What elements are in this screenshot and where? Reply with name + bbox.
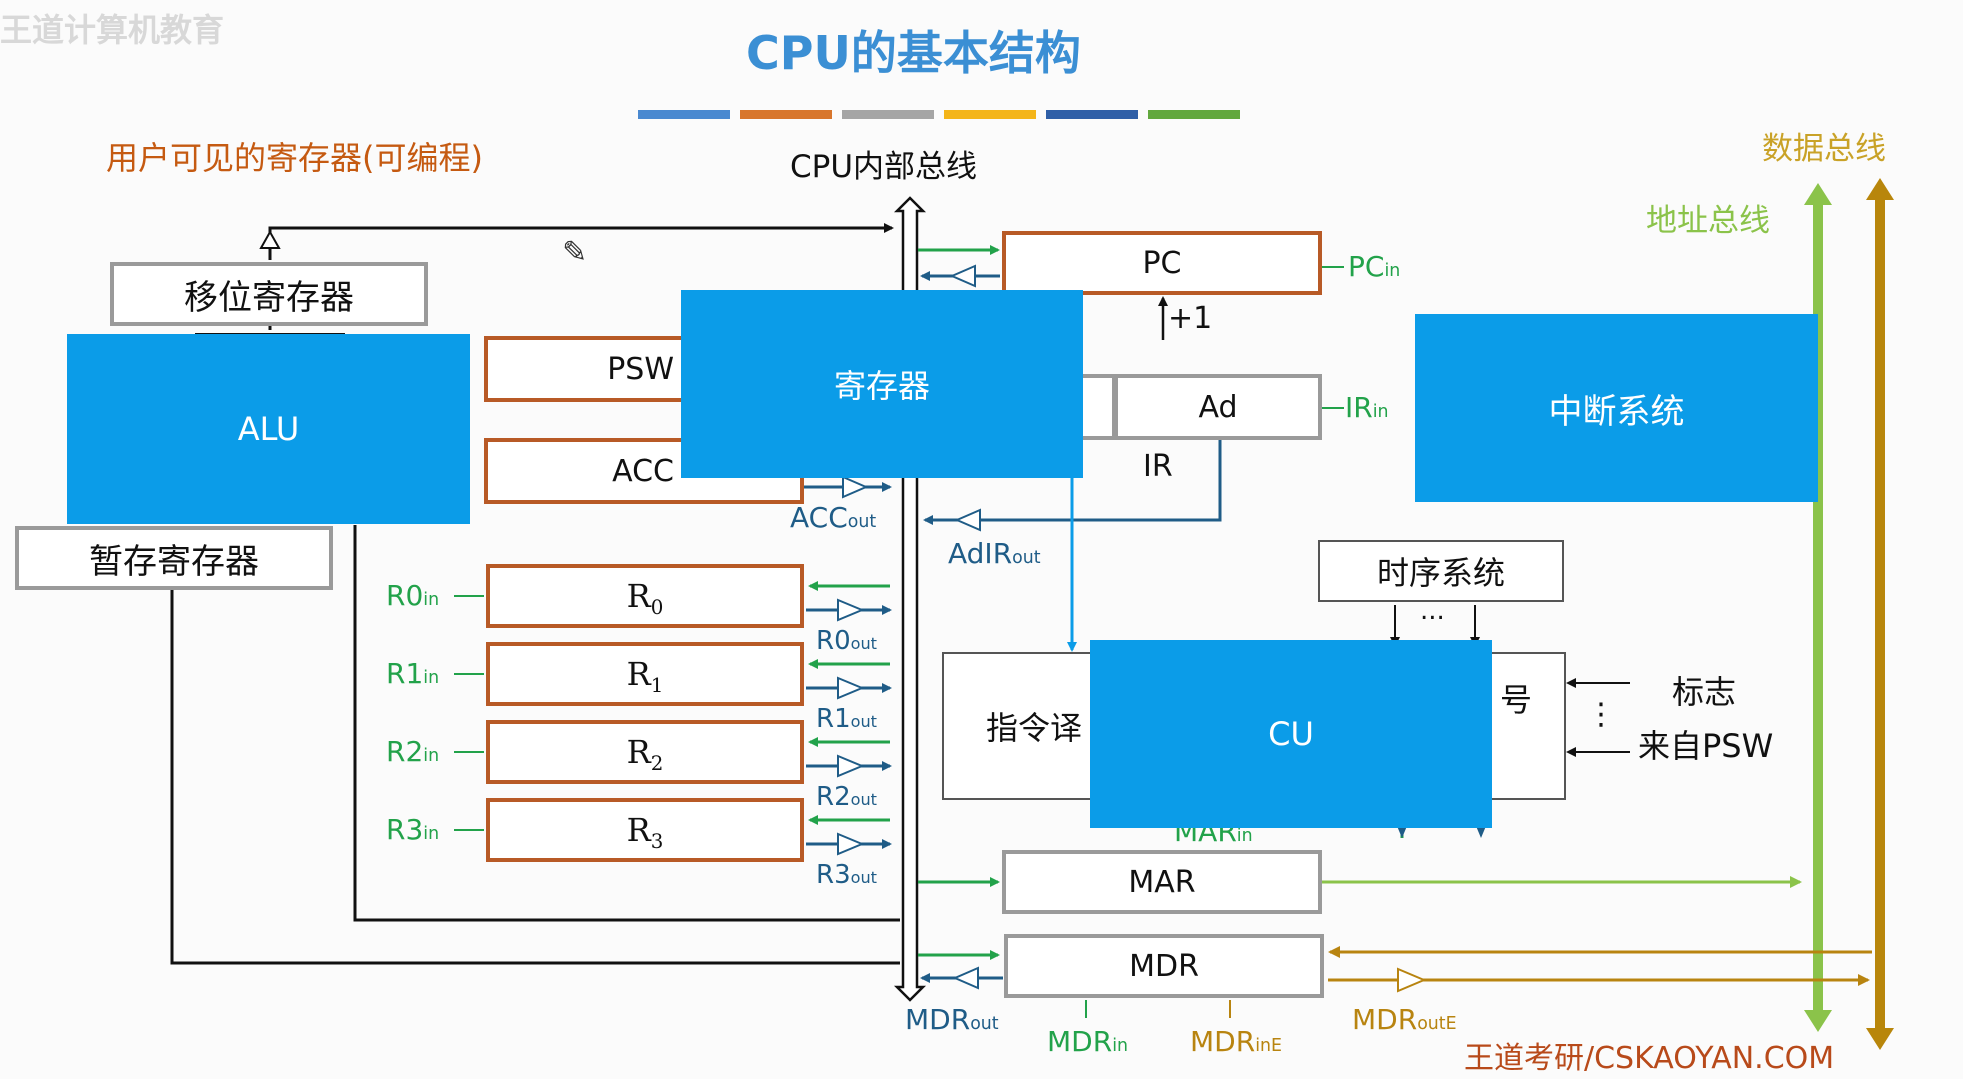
register-out-signal: R1out	[816, 704, 877, 734]
cu-label: CU	[1268, 715, 1314, 753]
alu-block: ALU	[67, 334, 470, 524]
register-label: R2	[626, 733, 664, 775]
mar-label: MAR	[1128, 864, 1196, 900]
mdr-label: MDR	[1129, 948, 1199, 984]
control-wiring	[1390, 605, 1630, 838]
register-label: R1	[626, 655, 664, 697]
mar-register-box: MAR	[1002, 850, 1322, 914]
register-in-signal: R2in	[386, 735, 440, 768]
mdr-in-e-signal: MDRinE	[1190, 1025, 1282, 1058]
register-out-signal: R2out	[816, 782, 877, 812]
register-in-signal: R3in	[386, 813, 440, 846]
pencil-icon: ✎	[562, 235, 588, 270]
register-out-signal: R0out	[816, 626, 877, 656]
title-bar-segment	[740, 110, 832, 119]
title-bar-segment	[1046, 110, 1138, 119]
acc-wiring	[803, 475, 892, 499]
timing-system-box: 时序系统	[1318, 540, 1564, 602]
mdr-in-signal: MDRin	[1047, 1025, 1129, 1058]
mdr-out-e-signal: MDRoutE	[1352, 1003, 1457, 1036]
interrupt-system-label: 中断系统	[1548, 391, 1685, 432]
flags-dots: ⋮	[1586, 697, 1616, 732]
pc-register-box: PC	[1002, 231, 1322, 295]
registers-overlay-label: 寄存器	[833, 367, 930, 405]
register-label: R0	[626, 577, 664, 619]
slide-title: CPU的基本结构	[746, 26, 1081, 80]
ir-wiring	[923, 438, 1222, 652]
footer-brand: 王道考研/CSKAOYAN.COM	[1464, 1041, 1835, 1076]
internal-bus-label: CPU内部总线	[790, 149, 978, 185]
alu-wiring	[170, 223, 900, 965]
data-bus-label: 数据总线	[1762, 131, 1886, 167]
pc-in-signal: PCin	[1348, 250, 1401, 283]
flags-title: 标志	[1672, 673, 1737, 711]
register-in-signal: R0in	[386, 579, 440, 612]
general-register-box: R2	[486, 720, 804, 784]
ir-label: IR	[1143, 449, 1173, 484]
signal-label-partial: 号	[1500, 681, 1533, 719]
register-out-gate	[837, 598, 865, 622]
pc-wiring	[918, 245, 1344, 409]
register-out-signal: R3out	[816, 860, 877, 890]
register-label: R3	[626, 811, 664, 853]
acc-out-signal: ACCout	[790, 501, 877, 534]
title-bar-segment	[638, 110, 730, 119]
registers-overlay: 寄存器	[681, 290, 1083, 478]
system-buses	[1804, 178, 1894, 1050]
shift-register-box: 移位寄存器	[110, 262, 428, 326]
mar-in-signal: MARin	[1174, 815, 1253, 848]
ir-in-signal: IRin	[1345, 391, 1389, 424]
flags-source: 来自PSW	[1638, 727, 1774, 765]
mdr-out-signal: MDRout	[905, 1003, 999, 1036]
ad-field-box: Ad	[1114, 374, 1322, 440]
ad-label: Ad	[1198, 389, 1238, 425]
interrupt-system-block: 中断系统	[1415, 314, 1818, 502]
acc-register-box: ACC	[484, 438, 804, 504]
watermark: 王道计算机教育	[0, 11, 225, 49]
cu-block: CU	[1090, 640, 1492, 828]
acc-label: ACC	[612, 453, 674, 489]
pc-increment-label: +1	[1168, 301, 1213, 336]
psw-label: PSW	[607, 351, 674, 387]
title-bar-segment	[842, 110, 934, 119]
register-wiring	[454, 581, 892, 856]
register-in-signal: R1in	[386, 657, 440, 690]
title-color-bar	[638, 110, 1240, 119]
pc-label: PC	[1142, 245, 1182, 281]
general-register-box: R0	[486, 564, 804, 628]
shift-register-label: 移位寄存器	[184, 277, 354, 318]
title-bar-segment	[944, 110, 1036, 119]
register-out-gate	[837, 754, 865, 778]
address-bus-label: 地址总线	[1646, 203, 1770, 239]
timing-system-label: 时序系统	[1376, 554, 1505, 592]
memory-wiring	[918, 876, 1872, 1018]
temp-register-box: 暂存寄存器	[15, 526, 333, 590]
adir-out-signal: AdIRout	[948, 537, 1041, 570]
title-bar-segment	[1148, 110, 1240, 119]
general-register-box: R3	[486, 798, 804, 862]
timing-dots: ...	[1420, 596, 1445, 626]
general-register-box: R1	[486, 642, 804, 706]
register-out-gate	[837, 676, 865, 700]
alu-label: ALU	[237, 410, 300, 448]
mdr-register-box: MDR	[1004, 934, 1324, 998]
instruction-decoder-label: 指令译	[986, 709, 1083, 747]
register-out-gate	[837, 832, 865, 856]
user-visible-registers-label: 用户可见的寄存器(可编程)	[106, 139, 483, 177]
temp-register-label: 暂存寄存器	[89, 541, 259, 582]
